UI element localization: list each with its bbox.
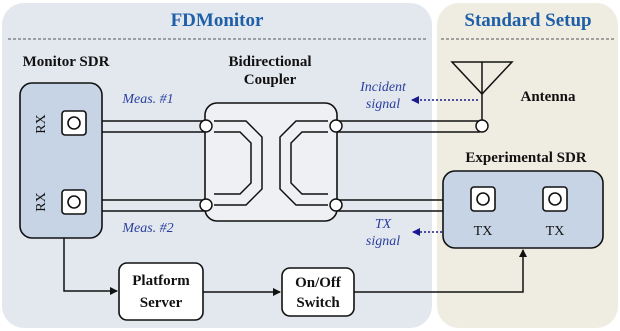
antenna-icon <box>450 61 514 121</box>
coupler-title-line1: Bidirectional <box>228 54 311 70</box>
sdr-to-server-arrow <box>63 238 118 295</box>
on-off-switch-line2: Switch <box>296 295 340 311</box>
tx-port-label-2: TX <box>546 224 565 239</box>
platform-server-line1: Platform <box>132 273 190 289</box>
coupler-title-line2: Coupler <box>244 72 297 88</box>
tx-signal-label-line2: signal <box>366 234 400 249</box>
tx-port-2 <box>542 186 568 212</box>
incident-signal-label-line2: signal <box>366 97 400 112</box>
meas-2-label: Meas. #2 <box>121 221 173 236</box>
platform-server: Platform Server <box>118 262 204 321</box>
monitor-sdr: RX RX <box>19 82 103 239</box>
standard-setup-title: Standard Setup <box>464 10 591 31</box>
experimental-sdr-title: Experimental SDR <box>465 150 586 166</box>
fdmonitor-title: FDMonitor <box>171 10 264 31</box>
incident-signal-label-line1: Incident <box>359 80 407 95</box>
on-off-switch: On/Off Switch <box>281 267 355 317</box>
tx-signal-label-line1: TX <box>375 217 392 232</box>
bidirectional-coupler <box>199 102 343 222</box>
monitor-sdr-title: Monitor SDR <box>23 54 110 70</box>
platform-server-line2: Server <box>140 295 183 311</box>
rx-port-2 <box>61 189 87 215</box>
experimental-sdr: TX TX <box>442 170 604 249</box>
antenna-label: Antenna <box>520 89 576 105</box>
switch-to-experimental-sdr-arrow <box>354 249 527 293</box>
tx-port-label-1: TX <box>474 224 493 239</box>
rx-port-1 <box>61 110 87 136</box>
on-off-switch-line1: On/Off <box>295 275 342 291</box>
tx-port-1 <box>470 186 496 212</box>
meas-1-label: Meas. #1 <box>121 92 173 107</box>
antenna-connector <box>475 119 489 133</box>
rx-port-label-1: RX <box>34 114 49 133</box>
rx-port-label-2: RX <box>34 192 49 211</box>
